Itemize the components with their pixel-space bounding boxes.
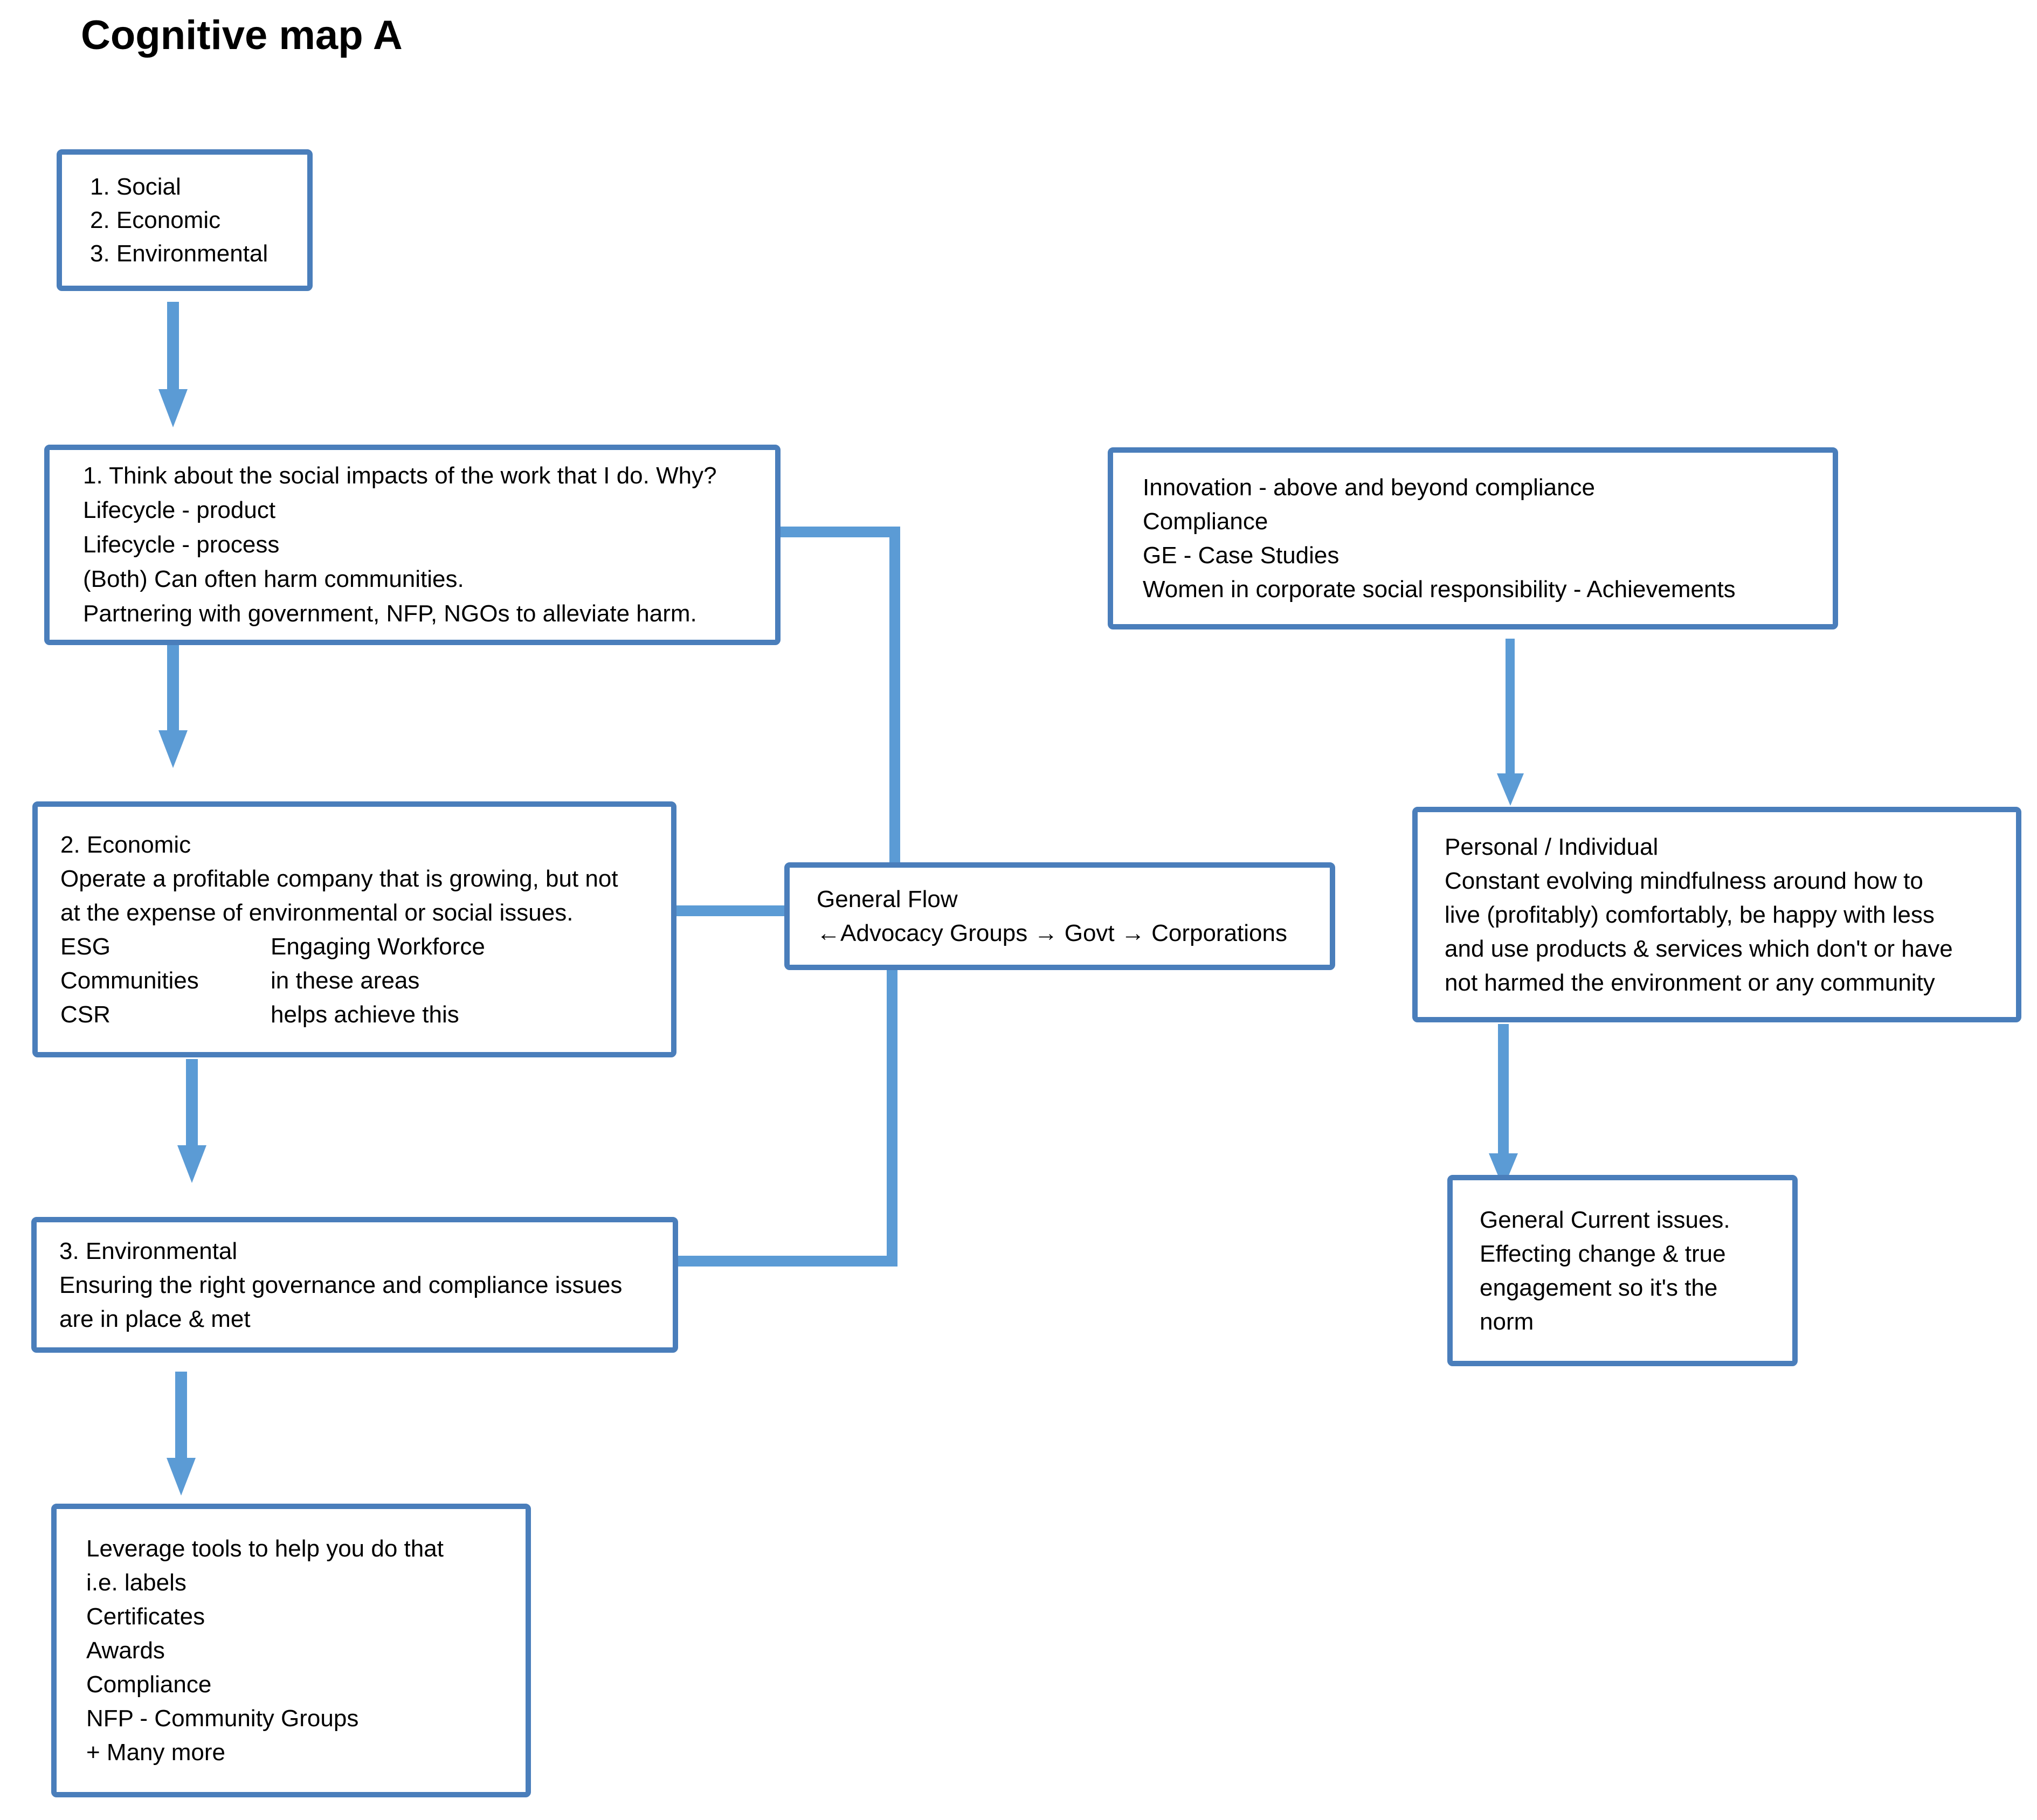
economic-line-3: at the expense of environmental or socia…: [60, 899, 574, 926]
economic-line-1: 2. Economic: [60, 831, 191, 858]
social-impacts-line-3: Lifecycle - process: [83, 531, 280, 558]
personal-individual-box[interactable]: Personal / Individual Constant evolving …: [1412, 807, 2021, 1022]
innovation-box[interactable]: Innovation - above and beyond compliance…: [1108, 447, 1838, 629]
economic-pair-3-right: helps achieve this: [271, 1001, 459, 1028]
categories-box[interactable]: 1. Social 2. Economic 3. Environmental: [57, 149, 313, 291]
personal-line-5: not harmed the environment or any commun…: [1445, 969, 1935, 996]
environmental-line-1: 3. Environmental: [59, 1237, 238, 1264]
general-flow-box[interactable]: General Flow ←Advocacy Groups → Govt → C…: [784, 862, 1335, 970]
current-issues-line-3: engagement so it's the: [1480, 1274, 1718, 1301]
page-title: Cognitive map A: [81, 12, 403, 58]
arrow-environmental-to-leverage: [167, 1372, 196, 1496]
current-issues-line-4: norm: [1480, 1308, 1534, 1335]
innovation-line-4: Women in corporate social responsibility…: [1143, 576, 1736, 603]
economic-box[interactable]: 2. Economic Operate a profitable company…: [32, 801, 676, 1057]
economic-pair-1-right: Engaging Workforce: [271, 933, 485, 960]
leverage-line-7: + Many more: [86, 1739, 225, 1766]
leverage-line-1: Leverage tools to help you do that: [86, 1535, 444, 1562]
personal-line-3: live (profitably) comfortably, be happy …: [1445, 901, 1935, 928]
social-impacts-line-5: Partnering with government, NFP, NGOs to…: [83, 600, 697, 627]
economic-line-2: Operate a profitable company that is gro…: [60, 865, 618, 892]
general-flow-line-1: General Flow: [817, 886, 958, 912]
social-impacts-line-2: Lifecycle - product: [83, 497, 276, 523]
arrow-social-to-economic: [158, 644, 188, 768]
general-current-issues-box[interactable]: General Current issues. Effecting change…: [1447, 1175, 1798, 1366]
economic-pair-2-right: in these areas: [271, 967, 420, 994]
leverage-line-3: Certificates: [86, 1603, 205, 1630]
social-impacts-line-4: (Both) Can often harm communities.: [83, 566, 464, 592]
social-impacts-box[interactable]: 1. Think about the social impacts of the…: [44, 445, 781, 645]
environmental-line-2: Ensuring the right governance and compli…: [59, 1271, 623, 1298]
leverage-line-4: Awards: [86, 1637, 165, 1664]
leverage-tools-box[interactable]: Leverage tools to help you do that i.e. …: [51, 1504, 531, 1797]
general-flow-line-2: ←Advocacy Groups → Govt → Corporations: [817, 920, 1287, 946]
categories-line-2: 2. Economic: [90, 206, 221, 233]
leverage-line-6: NFP - Community Groups: [86, 1705, 359, 1732]
personal-line-2: Constant evolving mindfulness around how…: [1445, 867, 1923, 894]
personal-line-1: Personal / Individual: [1445, 833, 1659, 860]
categories-line-1: 1. Social: [90, 173, 181, 200]
innovation-line-2: Compliance: [1143, 508, 1268, 535]
leverage-line-5: Compliance: [86, 1671, 212, 1698]
current-issues-line-2: Effecting change & true: [1480, 1240, 1726, 1267]
innovation-line-3: GE - Case Studies: [1143, 542, 1339, 569]
economic-pair-row-1: ESG Engaging Workforce: [60, 930, 671, 964]
environmental-line-3: are in place & met: [59, 1305, 251, 1332]
current-issues-line-1: General Current issues.: [1480, 1206, 1730, 1233]
categories-line-3: 3. Environmental: [90, 240, 268, 267]
economic-pair-row-2: Communities in these areas: [60, 964, 671, 998]
economic-pair-row-3: CSR helps achieve this: [60, 998, 671, 1032]
environmental-box[interactable]: 3. Environmental Ensuring the right gove…: [31, 1217, 678, 1353]
arrow-innovation-to-personal: [1497, 639, 1524, 806]
leverage-line-2: i.e. labels: [86, 1569, 187, 1596]
arrow-personal-to-current-issues: [1489, 1024, 1518, 1188]
elbow-social-to-general-flow: [781, 527, 900, 867]
economic-pair-1-left: ESG: [60, 933, 111, 960]
economic-pair-3-left: CSR: [60, 1001, 111, 1028]
social-impacts-line-1: 1. Think about the social impacts of the…: [83, 462, 717, 489]
personal-line-4: and use products & services which don't …: [1445, 935, 1953, 962]
elbow-environmental-to-general-flow: [678, 970, 897, 1267]
innovation-line-1: Innovation - above and beyond compliance: [1143, 474, 1596, 501]
arrow-economic-to-environmental: [177, 1059, 206, 1183]
economic-pair-2-left: Communities: [60, 967, 199, 994]
arrow-categories-to-social: [158, 302, 188, 427]
